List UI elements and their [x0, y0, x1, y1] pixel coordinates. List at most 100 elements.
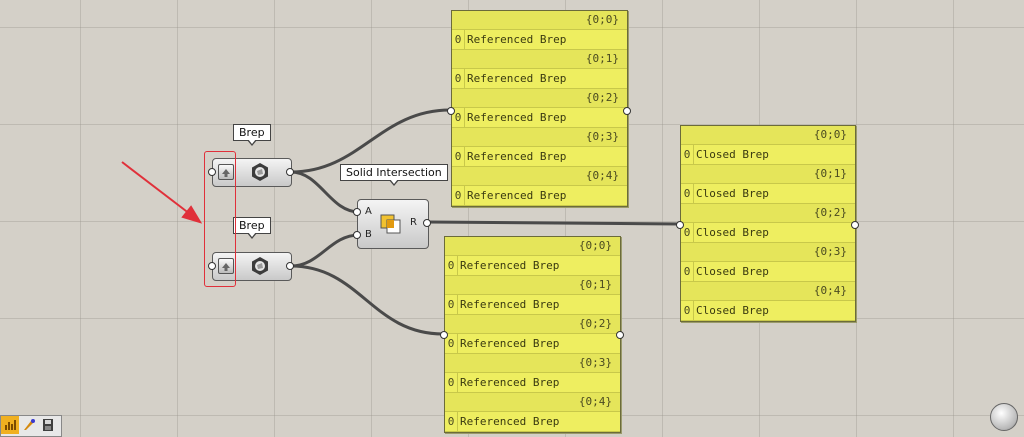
row-index: 0 — [445, 412, 458, 431]
panel-a-path-3: {0;3} — [452, 128, 627, 147]
red-arrow-line — [121, 161, 191, 215]
row-value: Referenced Brep — [460, 259, 560, 272]
row-index: 0 — [681, 301, 694, 320]
row-index: 0 — [445, 373, 458, 392]
panel-b-path-1: {0;1} — [445, 276, 620, 295]
row-index: 0 — [681, 223, 694, 242]
row-value: Closed Brep — [696, 304, 769, 317]
row-value: Referenced Brep — [460, 337, 560, 350]
panel-b-input-port[interactable] — [440, 331, 448, 339]
wire-brep1-to-solid-a — [290, 170, 360, 214]
panel-b-path-0: {0;0} — [445, 237, 620, 256]
output-r-label: R — [410, 217, 417, 228]
panel-a-path-1: {0;1} — [452, 50, 627, 69]
preview-icon[interactable] — [1, 416, 19, 434]
row-value: Referenced Brep — [467, 72, 567, 85]
brep-component-2[interactable] — [208, 252, 294, 281]
brep1-name-bubble: Brep — [233, 124, 271, 146]
panel-result-path-0: {0;0} — [681, 126, 855, 145]
wire-brep2-to-panel-b — [290, 264, 444, 336]
input-port-b[interactable] — [353, 231, 361, 239]
row-value: Closed Brep — [696, 265, 769, 278]
red-arrow-head — [181, 205, 203, 224]
panel-a-path-2: {0;2} — [452, 89, 627, 108]
row-value: Closed Brep — [696, 148, 769, 161]
panel-result-output-port[interactable] — [851, 221, 859, 229]
row-index: 0 — [452, 147, 465, 166]
wire-brep1-to-panel-a — [290, 108, 451, 174]
row-index: 0 — [452, 108, 465, 127]
panel-result-input-port[interactable] — [676, 221, 684, 229]
brep-set-icon[interactable] — [218, 164, 234, 180]
panel-a-output-port[interactable] — [623, 107, 631, 115]
input-b-label: B — [365, 229, 372, 240]
sketch-icon[interactable] — [20, 416, 38, 434]
row-index: 0 — [445, 295, 458, 314]
row-value: Closed Brep — [696, 187, 769, 200]
solid-intersection-name-bubble: Solid Intersection — [340, 164, 448, 186]
output-port-r[interactable] — [423, 219, 431, 227]
row-value: Closed Brep — [696, 226, 769, 239]
panel-b-path-4: {0;4} — [445, 393, 620, 412]
brep1-output-port[interactable] — [286, 168, 294, 176]
row-index: 0 — [445, 334, 458, 353]
panel-a-input-port[interactable] — [447, 107, 455, 115]
row-index: 0 — [681, 145, 694, 164]
row-value: Referenced Brep — [467, 189, 567, 202]
panel-b-output-port[interactable] — [616, 331, 624, 339]
panel-result-path-4: {0;4} — [681, 282, 855, 301]
canvas-toolbar — [0, 415, 62, 437]
row-value: Referenced Brep — [460, 376, 560, 389]
solid-intersection-component[interactable]: A B R — [353, 199, 431, 249]
row-index: 0 — [452, 186, 465, 205]
save-icon[interactable] — [39, 416, 57, 434]
highlight-box — [204, 151, 236, 287]
row-value: Referenced Brep — [467, 111, 567, 124]
row-value: Referenced Brep — [467, 33, 567, 46]
brep-component-1[interactable] — [208, 158, 294, 187]
row-index: 0 — [445, 256, 458, 275]
row-index: 0 — [452, 30, 465, 49]
panel-b-path-2: {0;2} — [445, 315, 620, 334]
panel-a-path-4: {0;4} — [452, 167, 627, 186]
brep1-input-port[interactable] — [208, 168, 216, 176]
input-port-a[interactable] — [353, 208, 361, 216]
brep2-output-port[interactable] — [286, 262, 294, 270]
solid-intersection-icon — [380, 214, 401, 234]
brep-set-icon[interactable] — [218, 258, 234, 274]
panel-b-path-3: {0;3} — [445, 354, 620, 373]
row-index: 0 — [681, 262, 694, 281]
panel-result-path-3: {0;3} — [681, 243, 855, 262]
input-a-label: A — [365, 206, 372, 217]
brep2-name-bubble: Brep — [233, 217, 271, 239]
row-value: Referenced Brep — [467, 150, 567, 163]
row-value: Referenced Brep — [460, 298, 560, 311]
navigation-ball-icon[interactable] — [990, 403, 1018, 431]
brep-hex-icon — [252, 257, 268, 275]
row-index: 0 — [452, 69, 465, 88]
wire-brep2-to-solid-b — [290, 233, 360, 268]
row-value: Referenced Brep — [460, 415, 560, 428]
panel-result-path-1: {0;1} — [681, 165, 855, 184]
brep-hex-icon — [252, 163, 268, 181]
panel-result-path-2: {0;2} — [681, 204, 855, 223]
brep2-input-port[interactable] — [208, 262, 216, 270]
